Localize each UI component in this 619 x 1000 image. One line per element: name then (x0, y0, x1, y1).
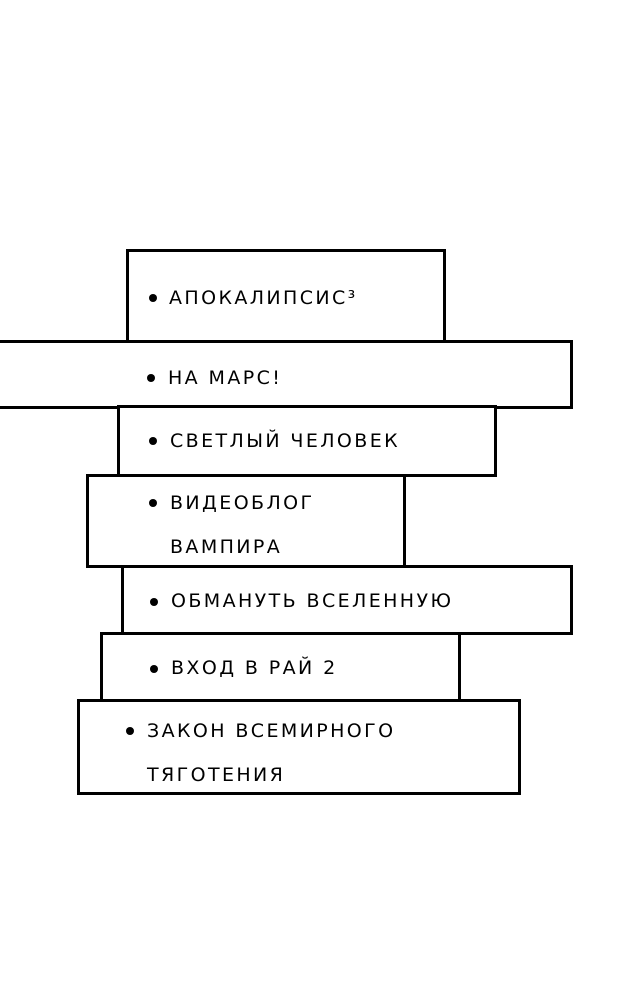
list-item-label: НА МАРС! (168, 367, 283, 389)
list-item-bright-man[interactable]: СВЕТЛЫЙ ЧЕЛОВЕК (117, 405, 497, 477)
bullet-icon (149, 294, 157, 302)
bullet-icon (126, 727, 134, 735)
list-item-label: ОБМАНУТЬ ВСЕЛЕННУЮ (171, 590, 454, 612)
list-item-vampire-vlog[interactable]: ВИДЕОБЛОГ ВАМПИРА (86, 474, 406, 568)
list-item-heaven-entrance[interactable]: ВХОД В РАЙ 2 (100, 632, 461, 703)
bullet-icon (150, 598, 158, 606)
bullet-icon (150, 665, 158, 673)
list-item-apocalypse[interactable]: АПОКАЛИПСИС³ (126, 249, 446, 344)
list-item-gravitation-law[interactable]: ЗАКОН ВСЕМИРНОГО ТЯГОТЕНИЯ (77, 699, 521, 795)
list-item-label: АПОКАЛИПСИС³ (169, 287, 358, 309)
list-item-cheat-universe[interactable]: ОБМАНУТЬ ВСЕЛЕННУЮ (121, 565, 573, 635)
bullet-icon (147, 374, 155, 382)
list-item-to-mars[interactable]: НА МАРС! (0, 340, 573, 409)
bullet-icon (149, 499, 157, 507)
list-item-label: ЗАКОН ВСЕМИРНОГО ТЯГОТЕНИЯ (147, 720, 396, 786)
list-item-label: СВЕТЛЫЙ ЧЕЛОВЕК (170, 430, 401, 452)
bullet-icon (149, 437, 157, 445)
list-item-label: ВХОД В РАЙ 2 (171, 657, 338, 679)
list-item-label: ВИДЕОБЛОГ ВАМПИРА (170, 492, 315, 558)
